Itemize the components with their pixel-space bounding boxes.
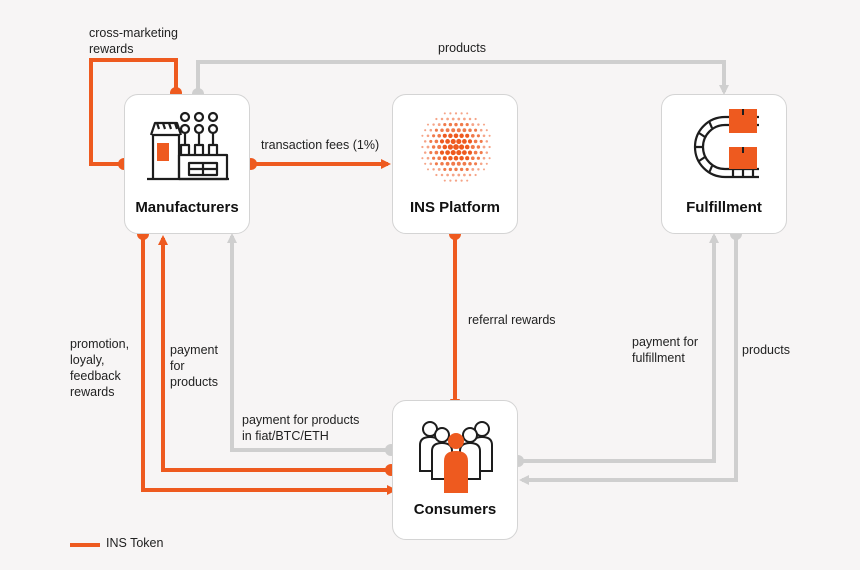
ins-logo-icon — [421, 112, 491, 182]
promotion-rewards-edge — [141, 234, 397, 495]
people-group-icon — [419, 421, 493, 493]
manufacturers-title: Manufacturers — [135, 199, 239, 216]
fulfillment-node: Fulfillment — [661, 94, 787, 234]
legend-token-swatch — [70, 543, 100, 547]
payment-fiat-label: payment for products in fiat/BTC/ETH — [242, 413, 360, 443]
products-right-label: products — [742, 343, 790, 357]
legend-label: INS Token — [106, 536, 164, 550]
consumers-node: Consumers — [392, 400, 518, 540]
conveyor-icon — [693, 109, 759, 179]
factory-icon — [147, 111, 229, 181]
platform-title: INS Platform — [409, 199, 500, 216]
cross-marketing-label: cross-marketing rewards — [89, 26, 178, 56]
transaction-fees-label: transaction fees (1%) — [261, 138, 380, 152]
cross-marketing-edge — [89, 58, 178, 166]
products-top-edge — [196, 60, 729, 95]
promotion-rewards-label: promotion, loyaly, feedback rewards — [70, 337, 130, 399]
referral-rewards-label: referral rewards — [468, 313, 556, 327]
manufacturers-node: Manufacturers — [124, 94, 250, 234]
fulfillment-title: Fulfillment — [686, 199, 762, 216]
platform-node: INS Platform — [392, 94, 518, 234]
payment-for-products-edge — [158, 235, 390, 472]
consumers-title: Consumers — [413, 501, 497, 518]
payment-fulfillment-edge — [518, 233, 719, 463]
payment-fiat-edge — [227, 233, 390, 452]
products-top-label: products — [438, 41, 486, 55]
products-right-edge — [519, 234, 738, 485]
payment-fulfillment-label: payment for fulfillment — [632, 335, 699, 365]
payment-for-products-label: payment for products — [170, 343, 218, 389]
